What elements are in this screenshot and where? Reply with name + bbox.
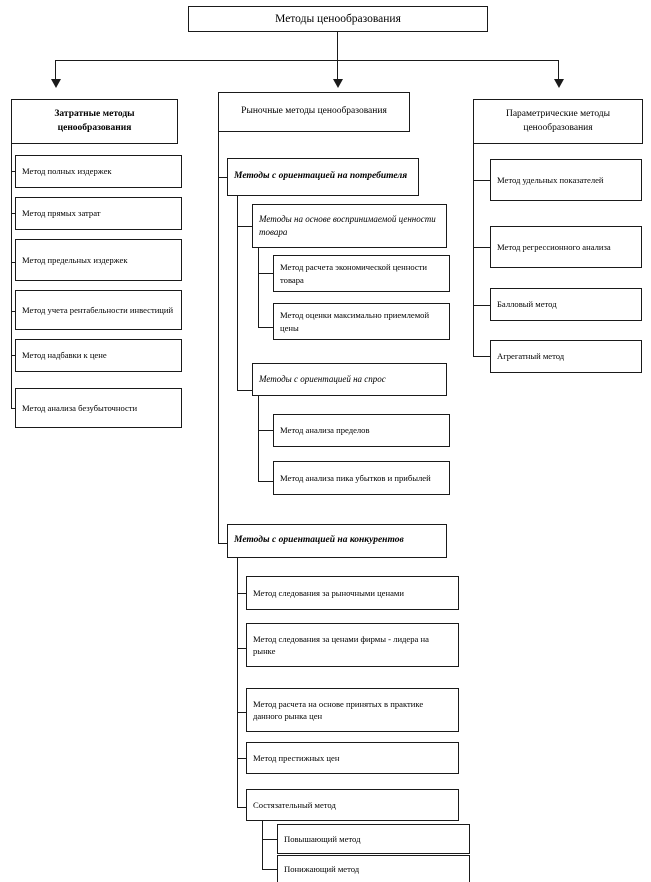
connector-drop-market [337,60,338,80]
node-cost-0: Метод полных издержек [15,155,182,188]
node-cost-1-label: Метод прямых затрат [22,208,101,219]
node-competitor-0-label: Метод следования за рыночными ценами [253,587,404,598]
tick-cost-1 [11,213,16,214]
tick-parametric-3 [473,356,491,357]
group-competitor: Методы с ориентацией на конкурентов [227,524,447,558]
group-consumer: Методы с ориентацией на потребителя [227,158,419,196]
node-cost-3-label: Метод учета рентабельности инвестиций [22,304,174,315]
node-contest-0: Повышающий метод [277,824,470,854]
tick-cost-5 [11,408,16,409]
spine-contest [262,821,263,870]
tick-competitor-2 [237,712,247,713]
tick-cost-0 [11,171,16,172]
node-contest-1-label: Понижающий метод [284,863,360,874]
tick-consumer-sub-1 [237,390,253,391]
node-cost-0-label: Метод полных издержек [22,166,112,177]
subgroup-perceived-value: Методы на основе воспринимаемой ценности… [252,204,447,248]
tick-parametric-0 [473,180,491,181]
subgroup-perceived-value-label: Методы на основе воспринимаемой ценности… [259,213,436,237]
node-parametric-2-label: Балловый метод [497,299,557,310]
branch-header-parametric: Параметрические методы ценообразования [473,99,643,144]
tick-competitor-4 [237,807,247,808]
node-parametric-3: Агрегатный метод [490,340,642,373]
node-competitor-3: Метод престижных цен [246,742,459,774]
node-cost-5-label: Метод анализа безубыточности [22,402,138,413]
node-cost-2: Метод предельных издержек [15,239,182,281]
tick-competitor-0 [237,593,247,594]
arrow-market [333,79,343,88]
tick-cost-3 [11,311,16,312]
node-cost-1: Метод прямых затрат [15,197,182,230]
node-parametric-0: Метод удельных показателей [490,159,642,201]
tick-cost-4 [11,355,16,356]
tick-contest-1 [262,869,278,870]
connector-root-stem [337,32,338,60]
branch-header-parametric-label: Параметрические методы ценообразования [505,108,611,133]
node-cost-2-label: Метод предельных издержек [22,254,128,265]
node-cost-3: Метод учета рентабельности инвестиций [15,290,182,330]
branch-header-market-label: Рыночные методы ценообразования [241,106,387,117]
node-perceived-value-0: Метод расчета экономической ценности тов… [273,255,450,292]
node-demand-0: Метод анализа пределов [273,414,450,447]
node-perceived-value-1: Метод оценки максимально приемлемой цены [273,303,450,340]
spine-consumer [237,196,238,391]
spine-market [218,132,219,544]
tick-market-group-1 [218,543,228,544]
spine-demand [258,396,259,482]
group-competitor-label: Методы с ориентацией на конкурентов [234,535,404,546]
node-parametric-1: Метод регрессионного анализа [490,226,642,268]
node-parametric-2: Балловый метод [490,288,642,321]
node-perceived-value-1-label: Метод оценки максимально приемлемой цены [280,310,430,333]
node-parametric-0-label: Метод удельных показателей [497,174,604,185]
tick-demand-1 [258,481,274,482]
node-competitor-0: Метод следования за рыночными ценами [246,576,459,610]
tick-parametric-2 [473,305,491,306]
spine-competitor [237,558,238,808]
node-perceived-value-0-label: Метод расчета экономической ценности тов… [280,262,427,285]
tick-contest-0 [262,839,278,840]
node-parametric-1-label: Метод регрессионного анализа [497,241,611,252]
node-competitor-1-label: Метод следования за ценами фирмы - лидер… [253,633,429,656]
tick-cost-2 [11,262,16,263]
node-demand-0-label: Метод анализа пределов [280,425,370,436]
node-demand-1-label: Метод анализа пика убытков и прибылей [280,472,431,483]
connector-root-bus [55,60,558,61]
root-node-label: Методы ценообразования [275,12,401,25]
node-competitor-4: Состязательный метод [246,789,459,821]
subgroup-demand-label: Методы с ориентацией на спрос [259,373,386,384]
node-competitor-2-label: Метод расчета на основе принятых в практ… [253,698,424,721]
connector-drop-cost [55,60,56,80]
node-competitor-2: Метод расчета на основе принятых в практ… [246,688,459,732]
tick-perceived-value-1 [258,327,274,328]
tick-market-group-0 [218,177,228,178]
node-competitor-3-label: Метод престижных цен [253,752,340,763]
tick-perceived-value-0 [258,273,274,274]
branch-header-market: Рыночные методы ценообразования [218,92,410,132]
tick-demand-0 [258,430,274,431]
node-contest-1: Понижающий метод [277,855,470,882]
tick-competitor-1 [237,648,247,649]
tick-parametric-1 [473,247,491,248]
node-cost-5: Метод анализа безубыточности [15,388,182,428]
connector-drop-parametric [558,60,559,80]
node-cost-4-label: Метод надбавки к цене [22,350,107,361]
spine-cost [11,144,12,409]
root-node: Методы ценообразования [188,6,488,32]
node-demand-1: Метод анализа пика убытков и прибылей [273,461,450,495]
tick-competitor-3 [237,758,247,759]
branch-header-cost: Затратные методы ценообразования [11,99,178,144]
spine-parametric [473,144,474,357]
node-competitor-1: Метод следования за ценами фирмы - лидер… [246,623,459,667]
spine-perceived-value [258,248,259,328]
node-competitor-4-label: Состязательный метод [253,799,336,810]
node-cost-4: Метод надбавки к цене [15,339,182,372]
group-consumer-label: Методы с ориентацией на потребителя [234,171,408,182]
branch-header-cost-label: Затратные методы ценообразования [54,108,135,133]
arrow-parametric [554,79,564,88]
tick-consumer-sub-0 [237,226,253,227]
node-contest-0-label: Повышающий метод [284,833,361,844]
node-parametric-3-label: Агрегатный метод [497,351,565,362]
subgroup-demand: Методы с ориентацией на спрос [252,363,447,396]
arrow-cost [51,79,61,88]
